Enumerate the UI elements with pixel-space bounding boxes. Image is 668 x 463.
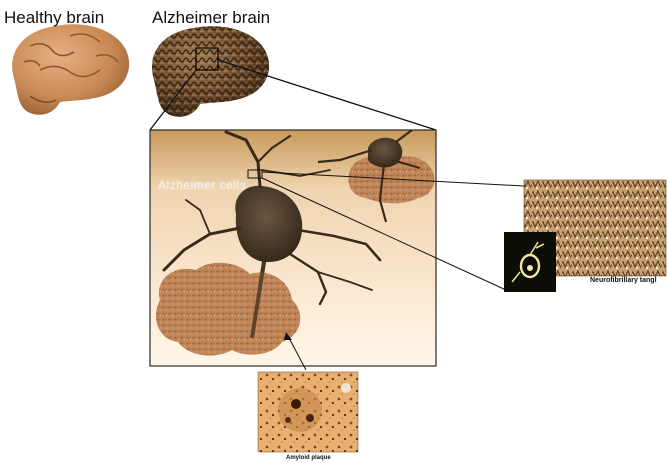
- alzheimer-cells-label: Alzheimer cells: [158, 178, 246, 192]
- alzheimer-cells-panel: [150, 130, 436, 366]
- neurofibrillary-tangle-label: Neurofibrillary tangl: [590, 277, 657, 284]
- amyloid-plaque-label: Amyloid plaque: [286, 455, 331, 461]
- alzheimer-brain-image: [152, 26, 269, 116]
- tangle-inset-image: [504, 232, 556, 292]
- healthy-brain-image: [12, 24, 129, 114]
- healthy-brain-label: Healthy brain: [4, 8, 104, 28]
- alzheimer-brain-label: Alzheimer brain: [152, 8, 270, 28]
- amyloid-plaque-micrograph: [258, 372, 358, 452]
